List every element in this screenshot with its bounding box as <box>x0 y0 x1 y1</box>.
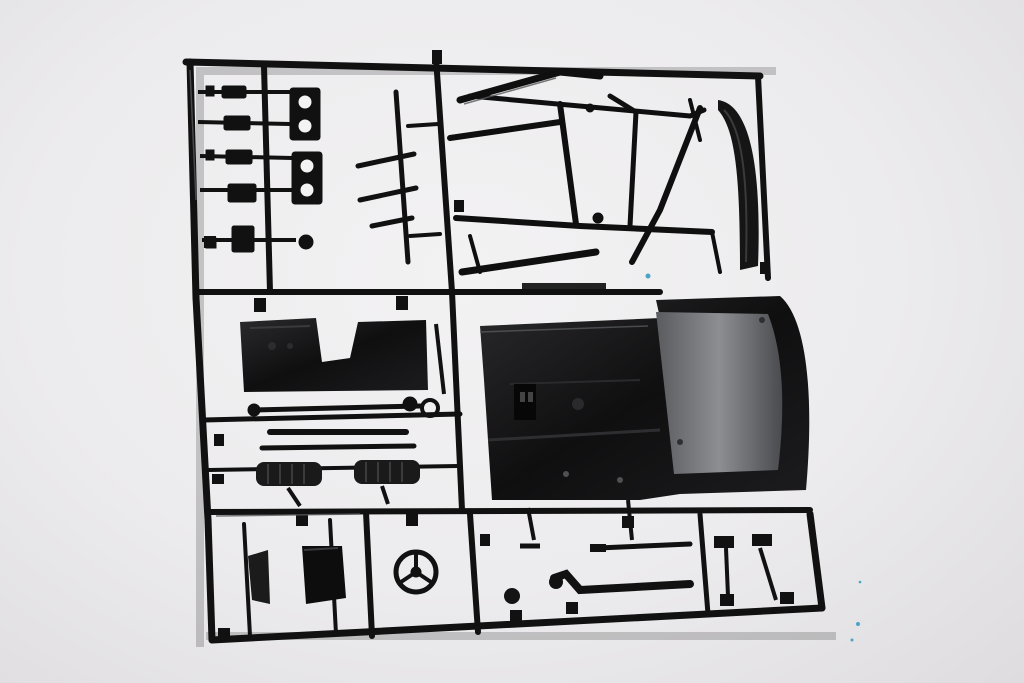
roll-cage <box>447 68 722 276</box>
sprue-gate-tabs <box>204 50 770 638</box>
paint-specks <box>645 273 862 642</box>
small-parts-grid <box>197 85 323 253</box>
sprue-frame <box>182 55 826 644</box>
fender-strip <box>718 100 759 270</box>
rods-and-shocks <box>247 396 440 451</box>
bottom-parts <box>248 499 794 606</box>
spring-parts <box>256 460 420 508</box>
floor-pan <box>480 283 810 500</box>
side-rails <box>355 89 442 265</box>
steering-wheel <box>393 549 439 595</box>
seat-panel <box>240 318 446 395</box>
plastic-highlights <box>189 69 649 517</box>
